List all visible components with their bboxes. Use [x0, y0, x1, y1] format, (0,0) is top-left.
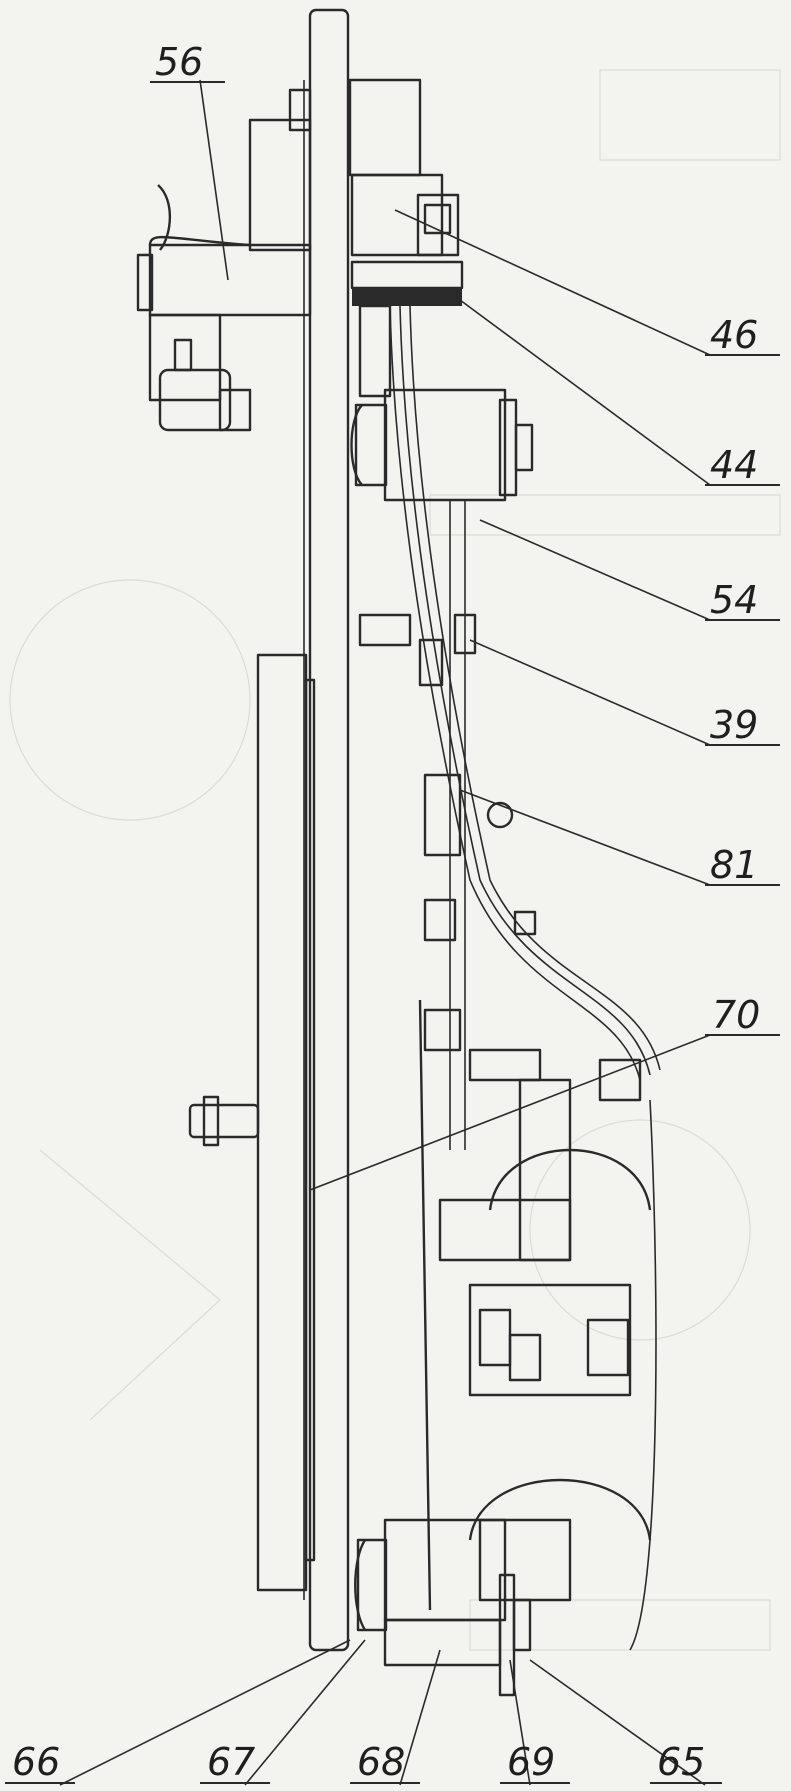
callout-54: 54: [710, 578, 758, 622]
platter: [188, 653, 316, 1592]
callout-66: 66: [12, 1740, 60, 1784]
callout-65: 65: [657, 1740, 705, 1784]
callout-69: 69: [507, 1740, 555, 1784]
callout-39: 39: [710, 703, 758, 747]
adjustment-screw: [358, 613, 477, 687]
gear: [350, 260, 464, 398]
callout-81: 81: [710, 843, 758, 887]
callouts: 56 46 44 54 39 81 70 66 67 68 69 65: [5, 40, 780, 1784]
lower-housing: [418, 898, 652, 1611]
callout-67: 67: [207, 1740, 255, 1784]
upper-bracket-assembly: [136, 88, 312, 432]
wire-harness: [389, 305, 661, 1651]
leader-lines: [59, 79, 711, 1786]
lower-pulley-module: [354, 1518, 532, 1697]
callout-56: 56: [155, 40, 203, 84]
top-block: [348, 78, 460, 257]
connector: [423, 773, 537, 936]
callout-44: 44: [710, 443, 758, 487]
upper-pulley-module: [350, 388, 534, 1150]
bleed-through-background: [9, 69, 781, 1651]
callout-70: 70: [712, 993, 760, 1037]
callout-68: 68: [357, 1740, 405, 1784]
callout-46: 46: [710, 313, 758, 357]
